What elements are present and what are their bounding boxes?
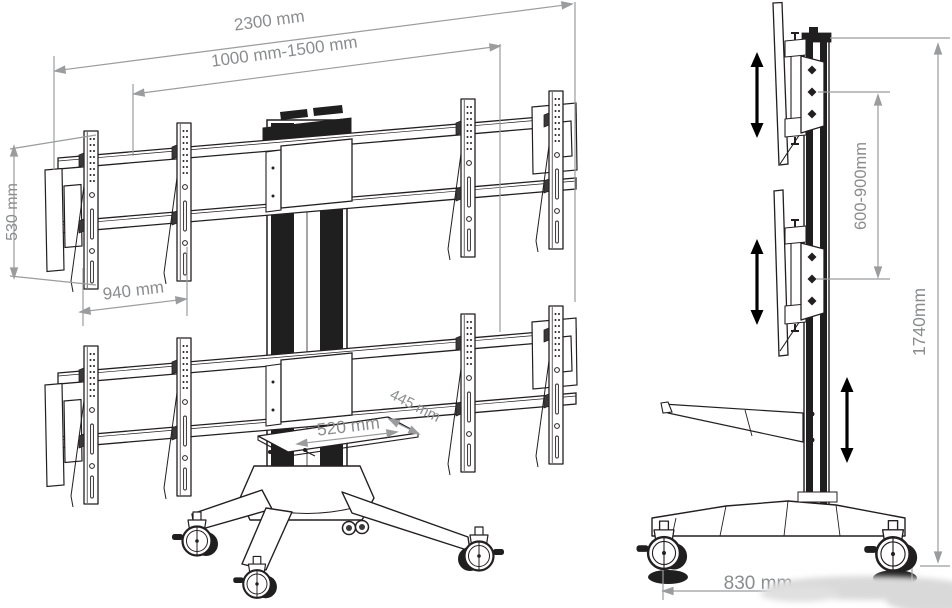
tv-panel-upper-left (44, 167, 83, 273)
caster (456, 525, 506, 573)
tv-panel-lower-left (44, 382, 83, 488)
side-tv-panel-lower (773, 189, 789, 357)
dim-screen-width-range-label: 1000 mm-1500 mm (210, 32, 359, 70)
caster (232, 555, 278, 600)
dim-bracket-span-label: 940 mm (102, 277, 165, 303)
shelf-adjust-arrow (838, 375, 856, 465)
height-adjust-arrow-upper (748, 50, 766, 140)
height-adjust-arrow-lower (748, 237, 766, 327)
column-plate-lower (265, 352, 353, 427)
base-front (170, 465, 506, 600)
dim-vertical-adjust-range-label: 600-900mm (852, 142, 870, 230)
dim-total-width-label: 2300 mm (233, 7, 306, 35)
dim-total-height-label: 1740mm (909, 288, 929, 356)
column-plate-upper (265, 138, 353, 213)
front-dimensions (9, 0, 576, 448)
watermark-smudge (760, 576, 952, 608)
side-tv-panel-upper (772, 1, 789, 166)
base-side (635, 491, 919, 586)
front-view: 2300 mm 1000 mm-1500 mm 530 mm 940 mm 52… (4, 0, 578, 600)
side-shelf (660, 401, 815, 443)
side-view: 600-900mm 1740mm 830 mm (635, 1, 952, 608)
dim-bracket-height-label: 530 mm (4, 183, 21, 241)
